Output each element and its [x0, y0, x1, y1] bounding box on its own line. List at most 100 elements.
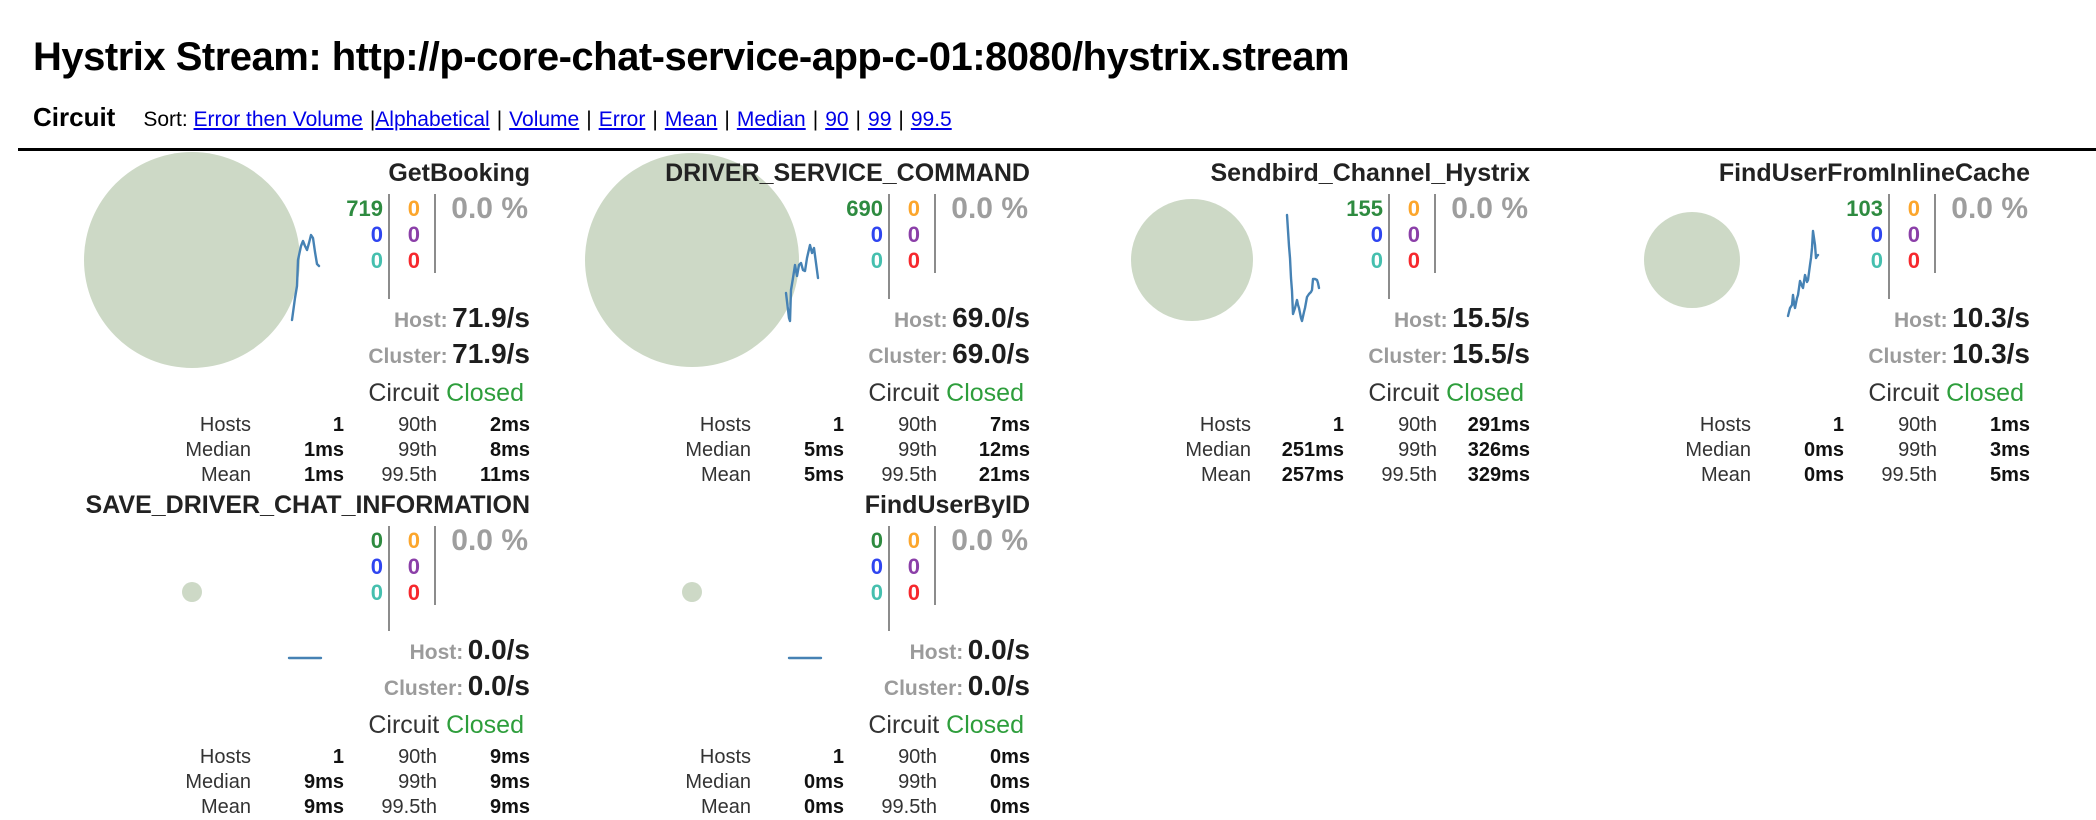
p99-value: 12ms: [978, 439, 1030, 461]
rejected-count[interactable]: 0: [1407, 222, 1420, 247]
counter-divider: [934, 194, 936, 273]
sort-link-volume[interactable]: Volume: [509, 108, 580, 131]
host-rate-row: Host: 0.0/s: [530, 634, 1030, 670]
stats-row: Hosts 1 90th 7ms: [531, 413, 1030, 438]
failure-count[interactable]: 0: [1907, 248, 1920, 273]
sort-link-error-then-volume[interactable]: Error then Volume: [193, 108, 363, 131]
sort-link-90[interactable]: 90: [825, 108, 849, 131]
stats-row: Hosts 1 90th 1ms: [1531, 413, 2030, 438]
mean-value: 9ms: [303, 796, 344, 818]
p90-label: 90th: [898, 414, 937, 436]
stats-row: Mean 257ms 99.5th 329ms: [1031, 463, 1530, 488]
cluster-rate-row: Cluster: 15.5/s: [1030, 338, 1530, 374]
host-rate-value: 69.0/s: [952, 302, 1030, 333]
sparkline-chart: [784, 243, 820, 323]
circuit-name: FindUserFromInlineCache: [1718, 159, 2030, 187]
bad-request-count[interactable]: 0: [870, 580, 883, 605]
counter-column-left: 690 0 0: [846, 196, 883, 274]
p90-label: 90th: [1398, 414, 1437, 436]
short-circuited-count[interactable]: 0: [370, 554, 383, 579]
success-count[interactable]: 103: [1846, 196, 1883, 221]
counter-divider: [434, 194, 436, 273]
median-label: Median: [185, 439, 251, 461]
failure-count[interactable]: 0: [1407, 248, 1420, 273]
circuit-section-header: Circuit Sort: Error then Volume|Alphabet…: [33, 102, 952, 133]
p995-label: 99.5th: [1881, 464, 1937, 486]
error-percentage[interactable]: 0.0 %: [1951, 192, 2028, 225]
rejected-count[interactable]: 0: [907, 222, 920, 247]
sort-separator: |: [496, 108, 503, 131]
p99-value: 8ms: [489, 439, 530, 461]
failure-count[interactable]: 0: [907, 580, 920, 605]
sort-link-error[interactable]: Error: [598, 108, 646, 131]
success-count[interactable]: 690: [846, 196, 883, 221]
rejected-count[interactable]: 0: [1907, 222, 1920, 247]
circuit-card: GetBooking 719 0 0 0 0 0 0.0 % Host: 71.…: [30, 152, 530, 487]
sort-separator: |: [369, 108, 376, 131]
sort-separator: |: [652, 108, 658, 131]
stats-table: Hosts 1 90th 291ms Median 251ms 99th 326…: [1031, 413, 1530, 488]
bad-request-count[interactable]: 0: [370, 248, 383, 273]
counter-divider: [888, 526, 890, 631]
success-count[interactable]: 719: [346, 196, 383, 221]
failure-count[interactable]: 0: [407, 580, 420, 605]
host-rate-row: Host: 10.3/s: [1530, 302, 2030, 338]
counter-divider: [1934, 194, 1936, 273]
bad-request-count[interactable]: 0: [370, 580, 383, 605]
timeout-count[interactable]: 0: [907, 196, 920, 221]
hosts-label: Hosts: [199, 746, 251, 768]
sparkline-path: [1285, 213, 1321, 323]
success-count[interactable]: 155: [1346, 196, 1383, 221]
bad-request-count[interactable]: 0: [870, 248, 883, 273]
rejected-count[interactable]: 0: [407, 554, 420, 579]
timeout-count[interactable]: 0: [407, 196, 420, 221]
hosts-label: Hosts: [699, 746, 751, 768]
rates: Host: 69.0/s Cluster: 69.0/s: [530, 302, 1030, 374]
hosts-label: Hosts: [199, 414, 251, 436]
stats-row: Hosts 1 90th 291ms: [1031, 413, 1530, 438]
success-count[interactable]: 0: [870, 528, 883, 553]
error-percentage[interactable]: 0.0 %: [1451, 192, 1528, 225]
circuit-status-value: Closed: [446, 711, 524, 739]
circuit-chart: [530, 153, 1030, 487]
error-percentage[interactable]: 0.0 %: [451, 192, 528, 225]
circuit-status-label: Circuit: [368, 379, 440, 407]
rejected-count[interactable]: 0: [907, 554, 920, 579]
short-circuited-count[interactable]: 0: [370, 222, 383, 247]
short-circuited-count[interactable]: 0: [1370, 222, 1383, 247]
sort-link-99[interactable]: 99: [868, 108, 892, 131]
sparkline-path: [1786, 229, 1820, 318]
median-value: 0ms: [803, 771, 844, 793]
rejected-count[interactable]: 0: [407, 222, 420, 247]
p99-label: 99th: [398, 439, 437, 461]
bad-request-count[interactable]: 0: [1870, 248, 1883, 273]
sort-link-alphabetical[interactable]: Alphabetical: [375, 108, 490, 131]
error-percentage[interactable]: 0.0 %: [951, 524, 1028, 557]
bad-request-count[interactable]: 0: [1370, 248, 1383, 273]
short-circuited-count[interactable]: 0: [870, 554, 883, 579]
failure-count[interactable]: 0: [407, 248, 420, 273]
error-percentage[interactable]: 0.0 %: [451, 524, 528, 557]
p995-label: 99.5th: [381, 464, 437, 486]
sort-bar: Sort: Error then Volume|Alphabetical|Vol…: [143, 108, 951, 132]
sort-link-median[interactable]: Median: [736, 108, 806, 131]
short-circuited-count[interactable]: 0: [870, 222, 883, 247]
volume-circle: [682, 582, 702, 602]
p995-value: 11ms: [479, 464, 530, 486]
timeout-count[interactable]: 0: [407, 528, 420, 553]
error-percentage[interactable]: 0.0 %: [951, 192, 1028, 225]
short-circuited-count[interactable]: 0: [1870, 222, 1883, 247]
timeout-count[interactable]: 0: [1907, 196, 1920, 221]
timeout-count[interactable]: 0: [1407, 196, 1420, 221]
timeout-count[interactable]: 0: [907, 528, 920, 553]
counter-divider: [1434, 194, 1436, 273]
volume-circle: [585, 153, 799, 367]
success-count[interactable]: 0: [370, 528, 383, 553]
stats-row: Mean 0ms 99.5th 0ms: [531, 795, 1030, 820]
rates: Host: 0.0/s Cluster: 0.0/s: [30, 634, 530, 706]
sparkline-chart: [290, 233, 321, 322]
sort-link-99-5[interactable]: 99.5: [910, 108, 952, 131]
counter-column-left: 155 0 0: [1346, 196, 1383, 274]
failure-count[interactable]: 0: [907, 248, 920, 273]
sort-link-mean[interactable]: Mean: [664, 108, 718, 131]
